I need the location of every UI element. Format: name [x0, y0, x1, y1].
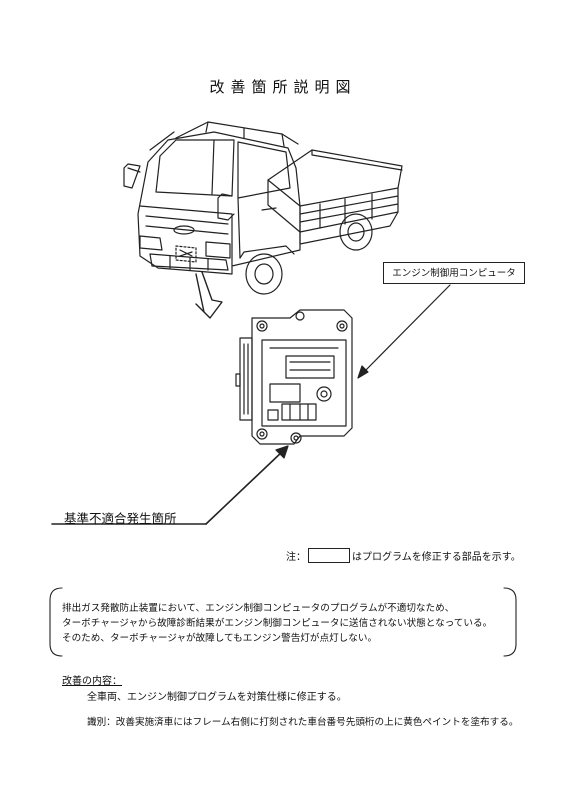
- remedy-heading: 改善の内容：: [62, 676, 122, 687]
- remedy-body: 全車両、エンジン制御プログラムを対策仕様に修正する。: [87, 692, 347, 703]
- description-bracket: [49, 587, 517, 657]
- legend-note: 注： はプログラムを修正する部品を示す。: [286, 548, 521, 563]
- ecu-icon: [235, 309, 353, 445]
- legend-box-icon: [308, 548, 350, 563]
- defect-arrow: [51, 445, 289, 525]
- description-line: そのため、ターボチャージャが故障してもエンジン警告灯が点灯しない。: [62, 633, 378, 644]
- identification-text: 識別：改善実施済車にはフレーム右側に打刻された車台番号先頭桁の上に黄色ペイントを…: [87, 717, 519, 728]
- description-line: 排出ガス発散防止装置において、エンジン制御コンピュータのプログラムが不適切なため…: [62, 603, 455, 614]
- note-prefix: 注：: [286, 552, 306, 563]
- callout-arrow: [357, 284, 451, 379]
- description-line: ターボチャージャから故障診断結果がエンジン制御コンピュータに送信されない状態とな…: [62, 618, 493, 629]
- ecu-callout-label: エンジン制御用コンピュータ: [383, 262, 525, 284]
- page-title: 改善箇所説明図: [209, 78, 357, 96]
- defect-description: 排出ガス発散防止装置において、エンジン制御コンピュータのプログラムが不適切なため…: [62, 601, 492, 646]
- note-suffix: はプログラムを修正する部品を示す。: [352, 552, 521, 563]
- truck-icon: [123, 121, 403, 319]
- defect-location-label: 基準不適合発生箇所: [64, 511, 177, 526]
